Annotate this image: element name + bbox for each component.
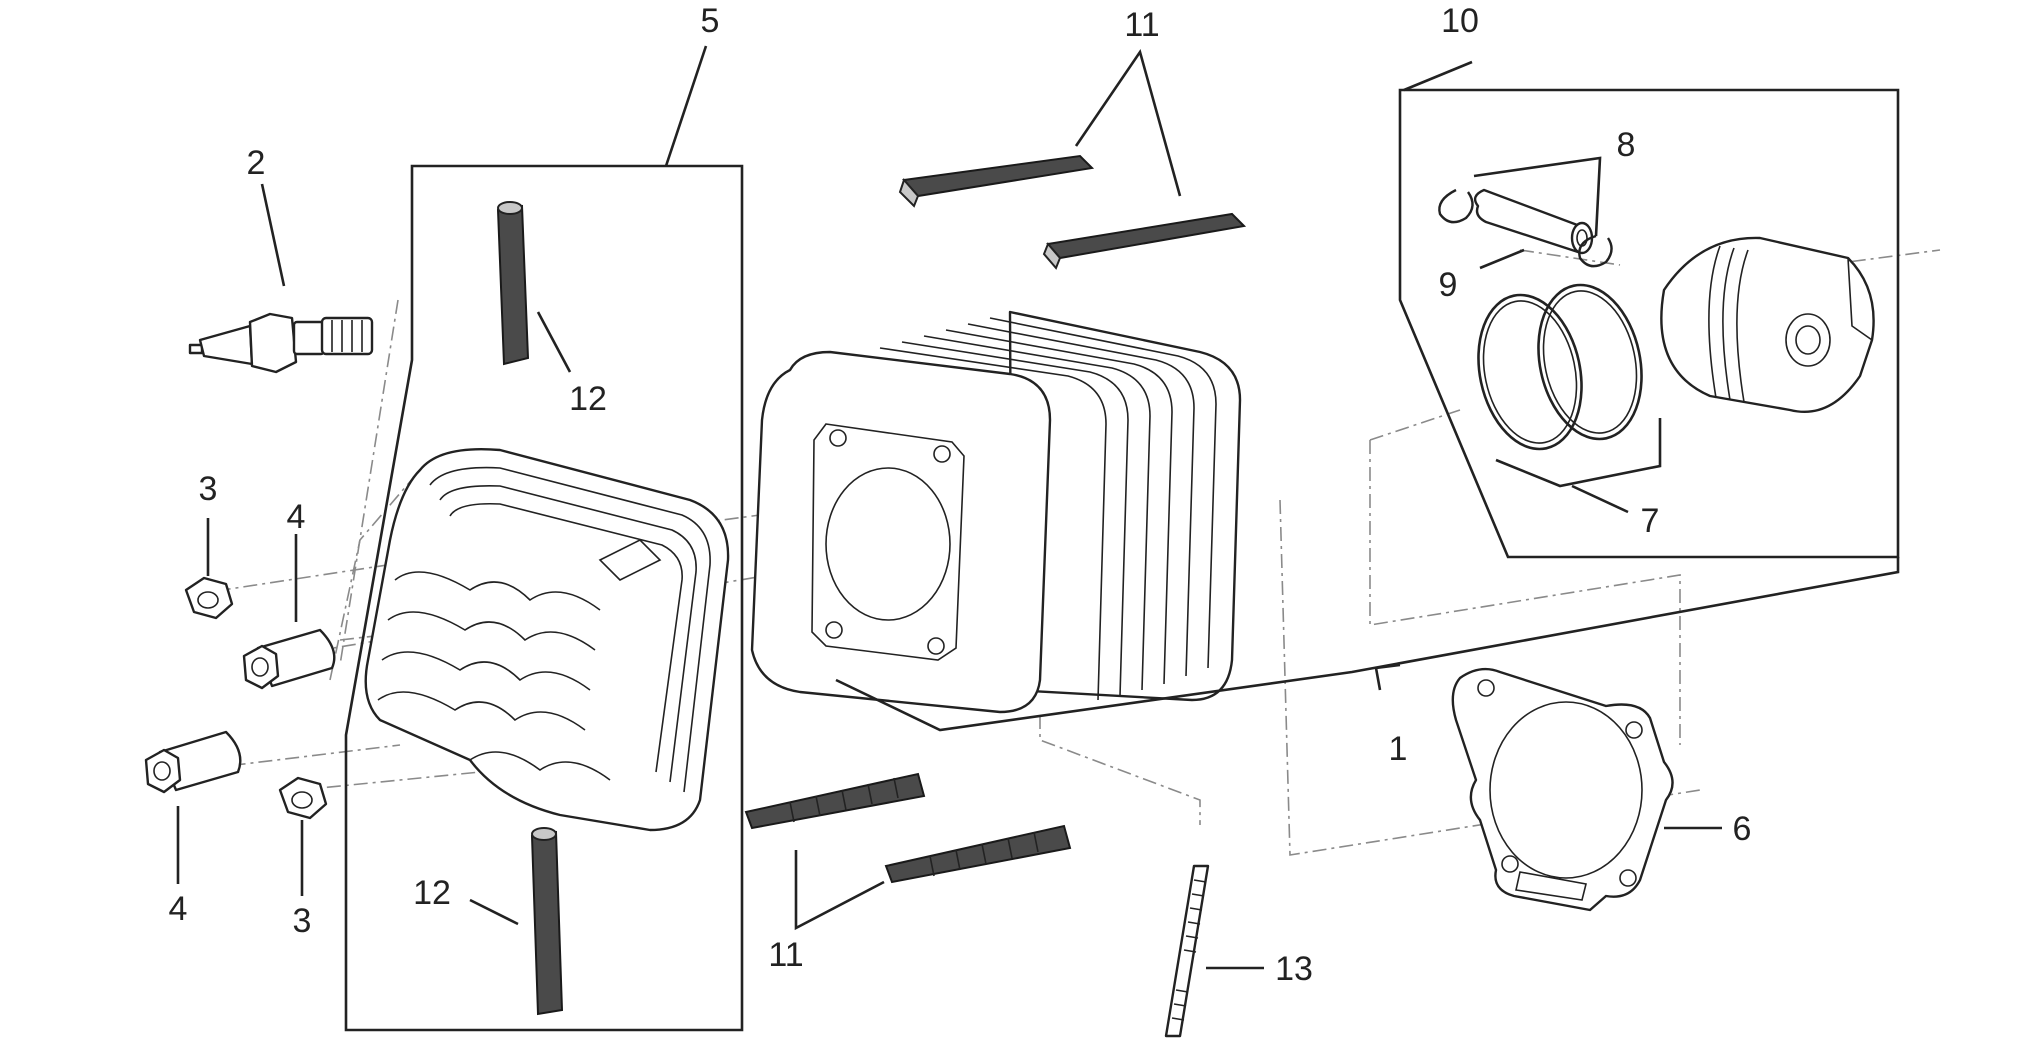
callout-11-bottom: 11 bbox=[768, 936, 803, 974]
callout-3-lower: 3 bbox=[293, 902, 312, 940]
callout-1: 1 bbox=[1389, 730, 1408, 768]
side-seal-strip-top-2 bbox=[1042, 212, 1247, 270]
side-seal-strip-bottom-2 bbox=[884, 824, 1072, 884]
cylinder bbox=[750, 310, 1242, 714]
callout-6: 6 bbox=[1733, 810, 1752, 848]
leader-lines bbox=[176, 45, 1900, 970]
callout-7: 7 bbox=[1641, 502, 1660, 540]
callout-11-top: 11 bbox=[1124, 6, 1159, 44]
sleeve-nut-upper bbox=[242, 628, 336, 690]
callout-5: 5 bbox=[701, 2, 720, 40]
cylinder-head bbox=[364, 448, 730, 832]
piston bbox=[1660, 236, 1875, 414]
cylinder-head-kit-frame bbox=[344, 164, 744, 1032]
circlip-left bbox=[1438, 188, 1474, 224]
nut-upper bbox=[184, 576, 234, 620]
callout-4-lower: 4 bbox=[169, 890, 188, 928]
callout-8: 8 bbox=[1617, 126, 1636, 164]
spark-plug bbox=[188, 312, 374, 374]
base-gasket bbox=[1451, 667, 1674, 912]
callout-12-lower: 12 bbox=[413, 874, 451, 912]
nut-lower bbox=[278, 776, 328, 820]
head-seal-strip-upper bbox=[496, 201, 530, 366]
piston-pin bbox=[1473, 188, 1594, 255]
sleeve-nut-lower bbox=[144, 730, 242, 794]
callout-10: 10 bbox=[1441, 2, 1479, 40]
side-seal-strip-top-1 bbox=[898, 154, 1095, 208]
piston-ring-left bbox=[1477, 293, 1583, 451]
stud-bolt bbox=[1164, 864, 1210, 1038]
callout-3-upper: 3 bbox=[199, 470, 218, 508]
head-seal-strip-lower bbox=[530, 827, 564, 1016]
callout-4-upper: 4 bbox=[287, 498, 306, 536]
callouts: 1 2 3 3 4 4 5 6 7 8 9 10 11 11 12 12 13 bbox=[169, 2, 1752, 988]
callout-2: 2 bbox=[247, 144, 266, 182]
side-seal-strip-bottom-1 bbox=[744, 772, 926, 830]
piston-ring-right bbox=[1537, 283, 1643, 441]
circlip-right bbox=[1578, 234, 1613, 268]
callout-13: 13 bbox=[1275, 950, 1313, 988]
callout-12-upper: 12 bbox=[569, 380, 607, 418]
callout-9: 9 bbox=[1439, 266, 1458, 304]
piston-kit-frame bbox=[1398, 88, 1900, 559]
